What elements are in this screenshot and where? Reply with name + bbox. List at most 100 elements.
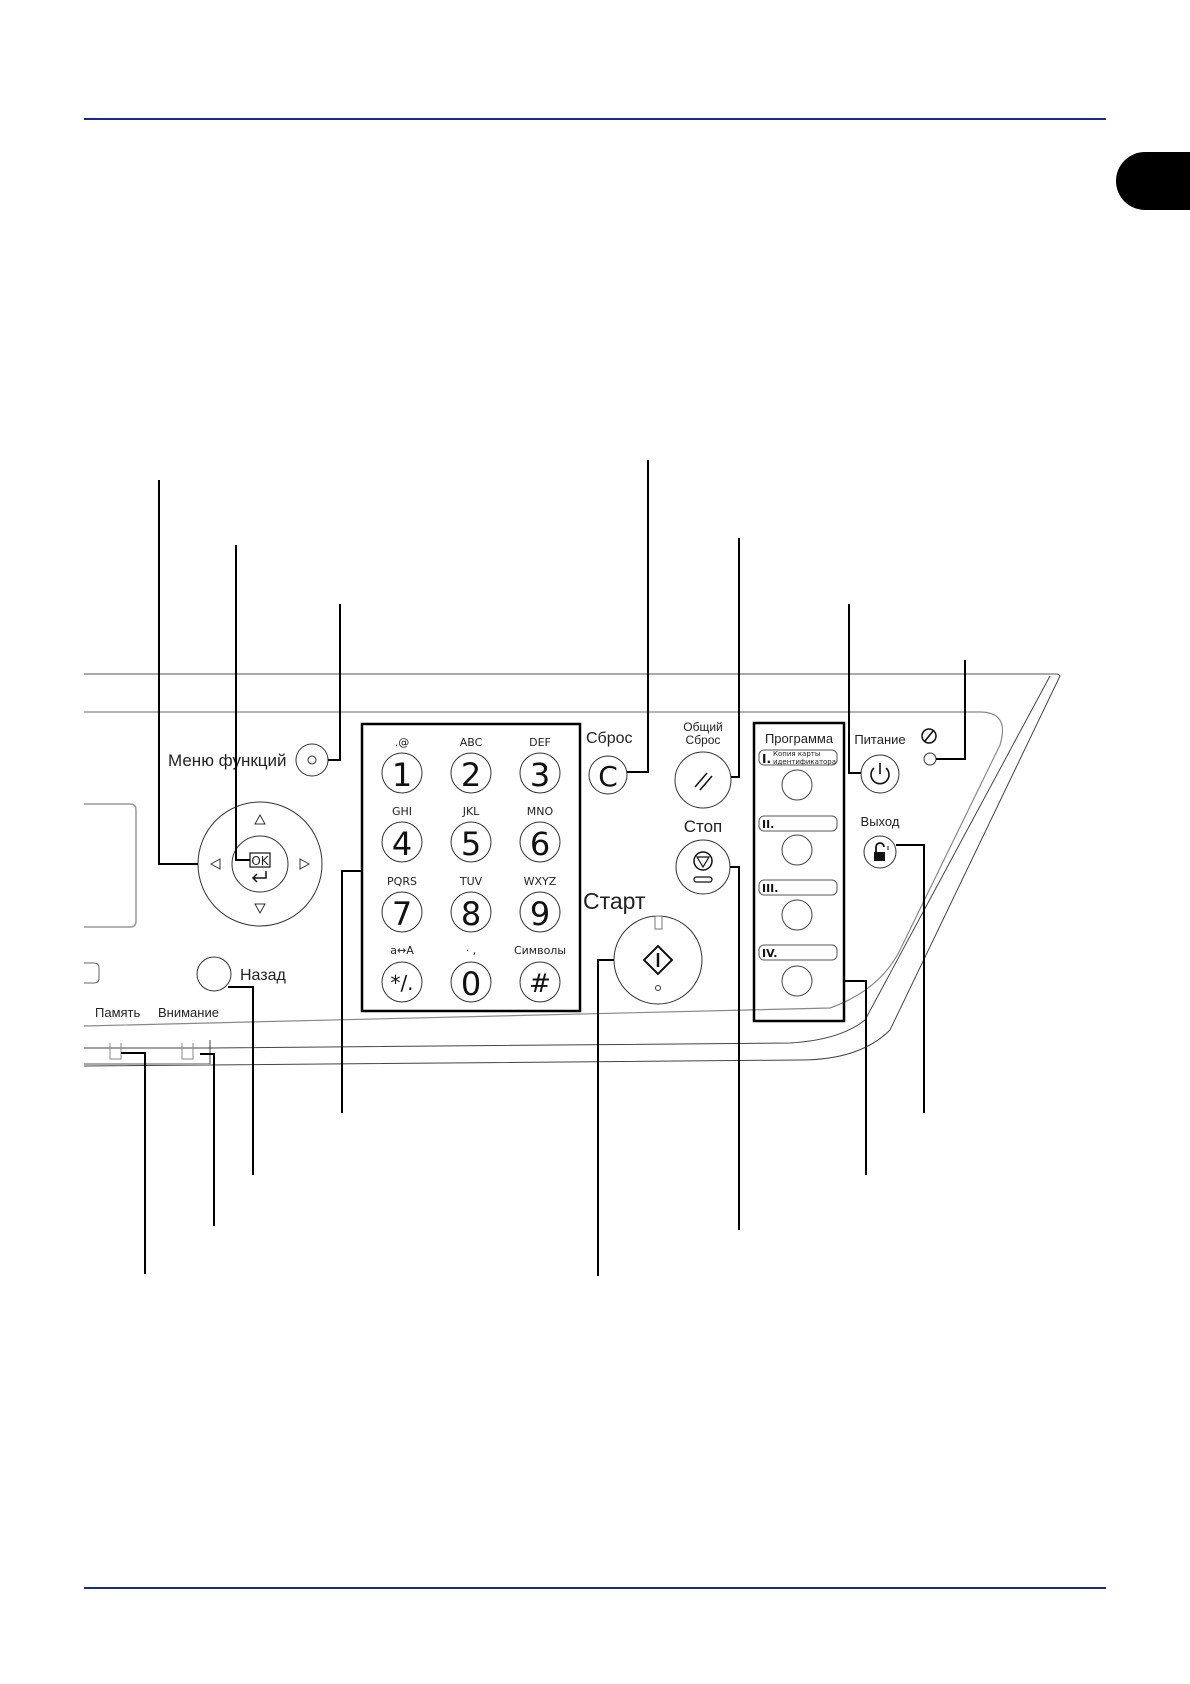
svg-text:0: 0	[461, 965, 481, 1003]
ok-label: OK	[251, 854, 269, 868]
stop-icon	[693, 851, 713, 883]
callout-start	[597, 959, 614, 1276]
callout-logout	[896, 844, 925, 1113]
program-title: Программа	[765, 731, 834, 746]
key-4[interactable]: GHI 4	[381, 805, 423, 863]
svg-text:TUV: TUV	[459, 875, 483, 888]
navigation-pad[interactable]: OK	[197, 801, 323, 927]
lcd-display	[84, 803, 137, 928]
svg-text:*/.: */.	[390, 971, 413, 995]
key-star-dot[interactable]: a↔A */.	[381, 944, 423, 1003]
svg-text:4: 4	[392, 825, 412, 863]
left-arrow-icon[interactable]	[209, 858, 221, 870]
power-label: Питание	[854, 732, 905, 747]
start-button[interactable]	[613, 915, 703, 1005]
program-slot-4-button[interactable]	[781, 965, 813, 997]
enter-icon	[251, 871, 267, 883]
callout-reset	[627, 460, 649, 773]
key-9[interactable]: WXYZ 9	[519, 875, 561, 933]
svg-text:· ,: · ,	[466, 944, 477, 957]
right-arrow-icon[interactable]	[299, 858, 311, 870]
full-reset-button[interactable]	[674, 751, 732, 809]
chapter-tab	[1116, 152, 1190, 210]
program-slot-2[interactable]: II.	[758, 815, 838, 866]
program-slot-3-button[interactable]	[781, 899, 813, 931]
svg-text:7: 7	[392, 895, 412, 933]
function-menu-button[interactable]	[295, 743, 329, 777]
key-3[interactable]: DEF 3	[519, 736, 561, 794]
unlock-icon	[874, 842, 889, 861]
svg-text:MNO: MNO	[527, 805, 554, 818]
main-power-icon	[921, 728, 937, 744]
svg-text:3: 3	[530, 756, 550, 794]
power-icon	[870, 763, 890, 785]
full-reset-label-line2: Сброс	[686, 733, 721, 747]
svg-text:2: 2	[461, 756, 481, 794]
key-5[interactable]: JKL 5	[450, 805, 492, 863]
key-0[interactable]: · , 0	[450, 944, 492, 1003]
program-slot-1-button[interactable]	[781, 769, 813, 801]
double-slash-icon	[694, 772, 713, 791]
svg-text:1: 1	[392, 756, 412, 794]
svg-text:6: 6	[530, 825, 550, 863]
callout-program	[844, 980, 867, 1175]
callout-main-power-lamp	[936, 660, 966, 760]
memory-label: Память	[95, 1005, 141, 1020]
program-slot-2-numeral: II.	[762, 818, 774, 831]
program-slot-1[interactable]: I. Копия карты идентификатора	[758, 749, 838, 801]
program-slot-4-numeral: IV.	[762, 947, 777, 960]
key-8[interactable]: TUV 8	[450, 875, 492, 933]
left-small-button[interactable]	[84, 962, 100, 984]
svg-text:.@: .@	[395, 736, 410, 749]
program-slot-3-numeral: III.	[762, 882, 778, 895]
start-icon	[642, 944, 674, 976]
svg-text:#: #	[529, 969, 551, 999]
keypad-frame	[360, 722, 582, 1013]
start-dot	[655, 985, 661, 991]
svg-text:9: 9	[530, 895, 550, 933]
ok-button[interactable]	[231, 835, 289, 893]
svg-text:ABC: ABC	[460, 736, 483, 749]
start-label: Старт	[583, 888, 646, 914]
key-2[interactable]: ABC 2	[450, 736, 492, 794]
program-slot-4[interactable]: IV.	[758, 944, 838, 997]
svg-text:a↔A: a↔A	[390, 944, 414, 957]
attention-label: Внимание	[158, 1005, 219, 1020]
svg-text:PQRS: PQRS	[387, 875, 417, 888]
callout-stop	[730, 866, 740, 1230]
main-power-lamp	[923, 752, 937, 766]
callout-ok	[235, 545, 250, 861]
callout-memory	[121, 1052, 146, 1274]
svg-text:DEF: DEF	[529, 736, 551, 749]
key-hash-symbols[interactable]: Символы #	[514, 944, 566, 1003]
logout-label: Выход	[861, 814, 900, 829]
footer-rule	[84, 1587, 1106, 1589]
power-button[interactable]	[860, 754, 900, 794]
callout-nav-arrows	[158, 480, 198, 865]
back-button[interactable]	[196, 956, 232, 992]
program-slot-1-text-line1: Копия карты	[773, 750, 820, 758]
down-arrow-icon[interactable]	[254, 903, 266, 915]
callout-power	[848, 604, 861, 774]
panel-body-outline	[83, 673, 1061, 1067]
keypad: .@ 1 ABC 2 DEF 3 GHI 4 JKL 5 MNO 6	[381, 736, 566, 1003]
back-label: Назад	[240, 967, 287, 984]
callout-keypad	[341, 870, 362, 1113]
svg-text:8: 8	[461, 895, 481, 933]
key-1[interactable]: .@ 1	[381, 736, 423, 794]
callout-function-menu	[328, 604, 341, 761]
stop-button[interactable]	[675, 839, 731, 895]
program-slot-2-button[interactable]	[781, 834, 813, 866]
memory-indicator	[109, 1043, 122, 1060]
key-7[interactable]: PQRS 7	[381, 875, 423, 933]
full-reset-label-line1: Общий	[683, 720, 723, 734]
stop-label: Стоп	[684, 817, 723, 836]
program-slot-3[interactable]: III.	[758, 879, 838, 931]
key-6[interactable]: MNO 6	[519, 805, 561, 863]
up-arrow-icon[interactable]	[254, 813, 266, 825]
logout-button[interactable]	[863, 835, 897, 869]
attention-indicator	[181, 1043, 194, 1060]
function-menu-label: Меню функций	[168, 751, 287, 770]
reset-button[interactable]: C	[588, 755, 628, 795]
callout-back	[228, 986, 254, 1175]
